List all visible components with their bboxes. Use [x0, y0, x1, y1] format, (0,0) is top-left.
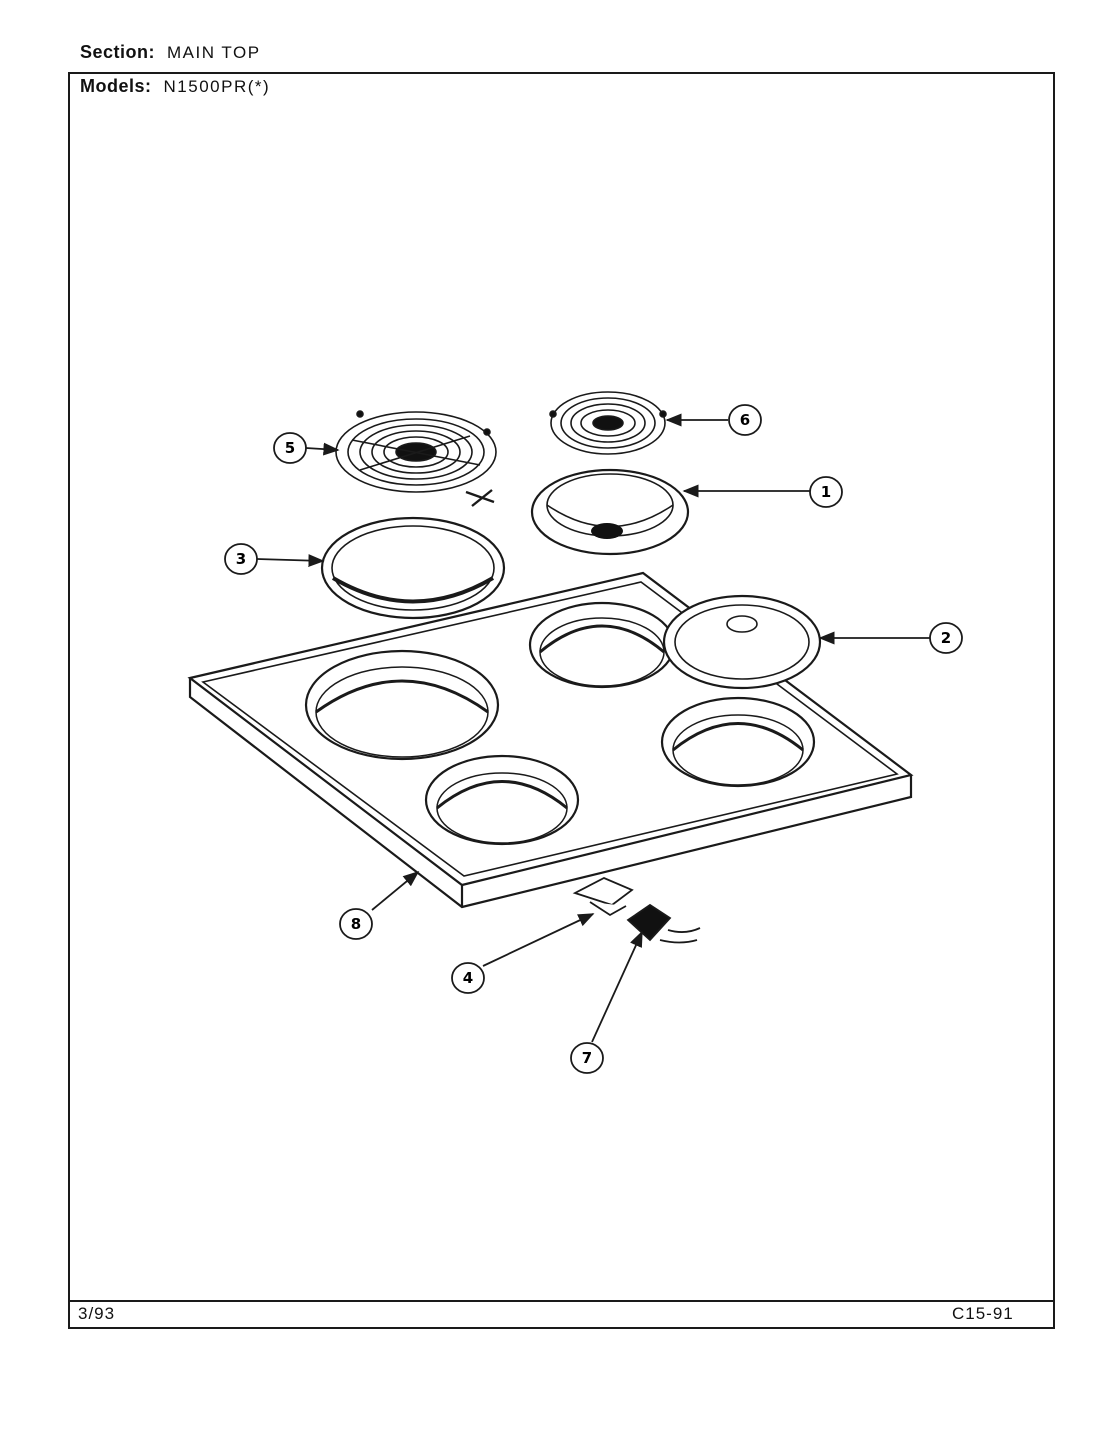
callout-number-1: 1	[821, 483, 831, 501]
callout-group: 1 2 3 4 5 6 7 8	[224, 404, 963, 1074]
trim-ring-large	[320, 516, 506, 620]
surface-element-large	[335, 410, 497, 507]
diagram-frame	[68, 72, 1055, 1329]
drip-bowl-small	[530, 468, 690, 556]
models-header: Models: N1500PR(*)	[80, 76, 270, 97]
callout-6: 6	[728, 404, 762, 436]
section-value: MAIN TOP	[167, 43, 261, 62]
models-value: N1500PR(*)	[163, 77, 271, 96]
footer-code: C15-91	[952, 1304, 1014, 1323]
surface-element-small	[549, 391, 667, 455]
trim-ring-small	[662, 594, 822, 690]
callout-number-2: 2	[941, 629, 951, 647]
receptacle-bracket	[572, 877, 634, 917]
callout-number-3: 3	[236, 550, 246, 568]
callout-circle-3	[224, 543, 258, 575]
callout-circle-7	[570, 1042, 604, 1074]
footer-rule	[68, 1300, 1055, 1302]
callout-5: 5	[273, 432, 307, 464]
callout-number-4: 4	[463, 969, 473, 987]
callout-4: 4	[451, 962, 485, 994]
section-label: Section:	[80, 42, 156, 62]
callout-circle-1	[809, 476, 843, 508]
callout-3: 3	[224, 543, 258, 575]
section-header: Section: MAIN TOP	[80, 42, 261, 63]
callout-circle-6	[728, 404, 762, 436]
callout-7: 7	[570, 1042, 604, 1074]
callout-circle-2	[929, 622, 963, 654]
models-label: Models:	[80, 76, 152, 96]
callout-circle-8	[339, 908, 373, 940]
burner-opening-left-front	[424, 754, 580, 846]
callout-number-8: 8	[351, 915, 361, 933]
callout-8: 8	[339, 908, 373, 940]
callout-circle-5	[273, 432, 307, 464]
callout-2: 2	[929, 622, 963, 654]
callout-number-7: 7	[582, 1049, 592, 1067]
burner-opening-right-front	[660, 696, 816, 788]
callout-number-6: 6	[740, 411, 750, 429]
burner-opening-left-rear	[304, 649, 500, 761]
callout-number-5: 5	[285, 439, 295, 457]
footer-date: 3/93	[78, 1304, 116, 1323]
callout-circle-4	[451, 962, 485, 994]
callout-1: 1	[809, 476, 843, 508]
